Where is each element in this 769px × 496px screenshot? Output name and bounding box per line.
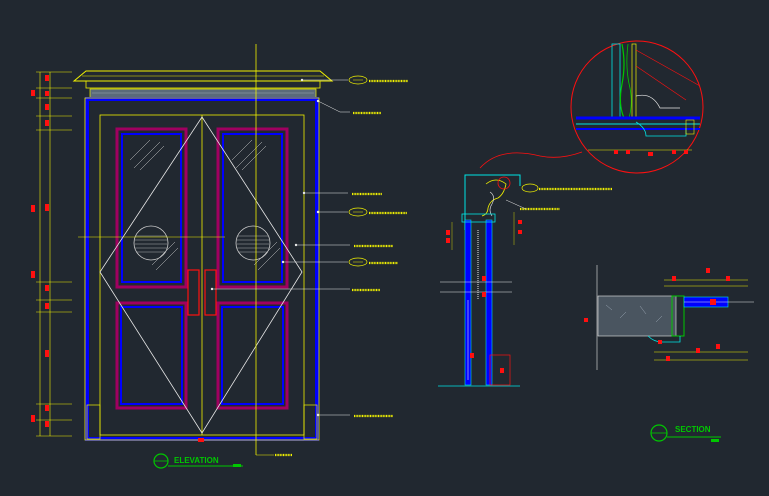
door-elevation <box>72 44 334 455</box>
section-threshold-detail <box>584 265 754 370</box>
material-tag-1 <box>348 75 368 85</box>
elevation-title: ELEVATION <box>174 456 219 465</box>
material-tag-3 <box>348 257 368 267</box>
glass-panel-right <box>216 127 289 289</box>
dentil-frieze <box>89 88 317 99</box>
section-jamb-detail <box>438 151 612 387</box>
section-title: SECTION <box>675 425 711 434</box>
door-handle-right <box>204 269 217 316</box>
door-handle-left <box>187 269 200 316</box>
section-title-block: SECTION <box>650 424 721 442</box>
lower-panel-right <box>216 301 289 410</box>
elevation-callouts <box>210 75 408 418</box>
grille-roundel-right <box>235 225 271 261</box>
material-tag-2 <box>348 207 368 217</box>
swing-diamond <box>99 116 303 434</box>
cornice-band <box>85 80 321 89</box>
glass-panel-left <box>115 127 188 289</box>
enlarged-detail-bubble <box>570 40 704 174</box>
dimension-chain-left <box>31 71 72 437</box>
elevation-title-block: ELEVATION <box>153 453 292 469</box>
lower-panel-left <box>115 301 188 410</box>
grille-roundel-left <box>133 225 169 261</box>
